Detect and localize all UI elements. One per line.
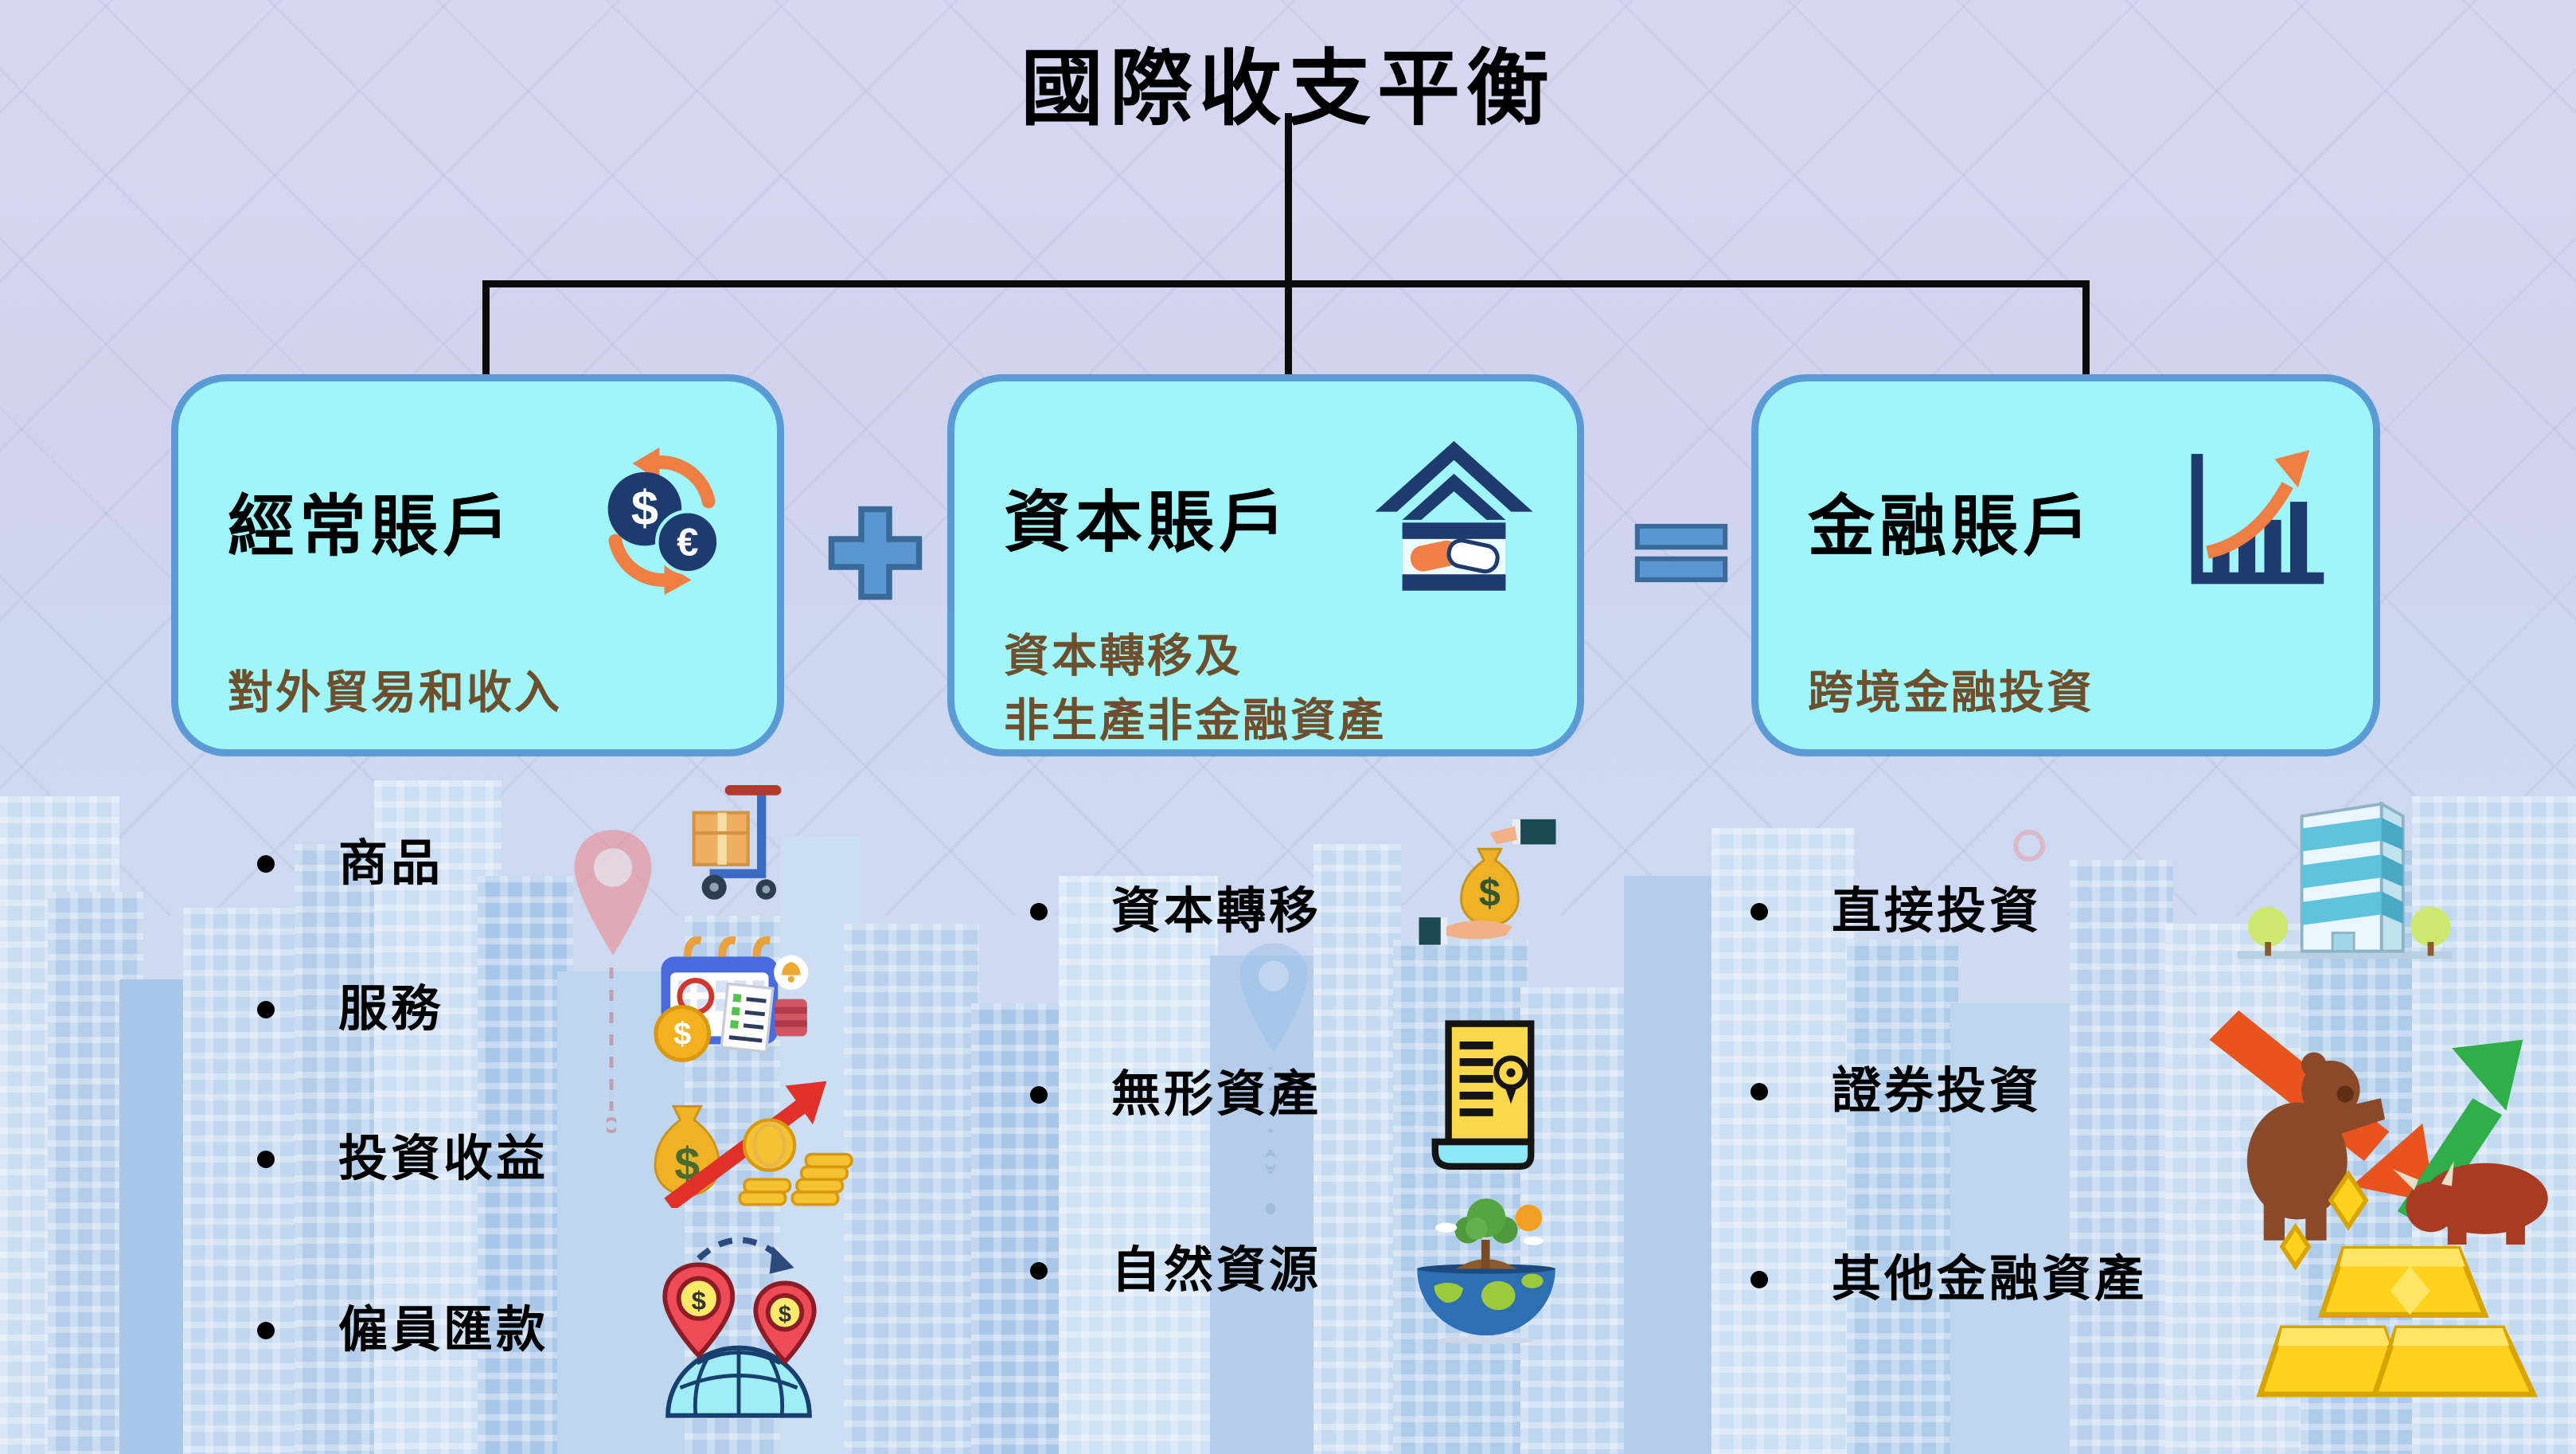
earth-tree-icon [1407, 1191, 1565, 1349]
list-item: 投資收益 [257, 1132, 548, 1187]
list-item: 直接投資 [1751, 884, 2042, 940]
svg-text:$: $ [692, 1285, 706, 1315]
bullet-dot [1030, 903, 1048, 920]
growth-chart-icon [2176, 428, 2332, 615]
svg-text:$: $ [673, 1016, 691, 1051]
list-item: 證券投資 [1751, 1064, 2042, 1120]
list-item: 無形資產 [1030, 1067, 1321, 1123]
connector-vertical-right [2082, 280, 2090, 377]
account-box-title: 經常賬戶 [228, 489, 515, 564]
gold-bars-icon [2246, 1156, 2565, 1443]
remittance-globe-icon: $ $ [646, 1212, 831, 1421]
bull-bear-icon [2188, 994, 2566, 1245]
account-box-subtitle: 對外貿易和收入 [228, 667, 562, 718]
skyline-building [1624, 876, 1719, 1454]
svg-text:$: $ [779, 1302, 791, 1327]
svg-text:€: € [677, 521, 698, 565]
bullet-dot [1751, 903, 1768, 920]
bullet-label: 無形資產 [1111, 1067, 1322, 1122]
map-ring-background-red [2012, 828, 2047, 863]
page-title: 國際收支平衡 [1020, 43, 1555, 135]
list-item: 資本轉移 [1030, 884, 1321, 940]
bullet-label: 僱員匯款 [338, 1303, 549, 1358]
account-box-title: 資本賬戶 [1004, 485, 1291, 560]
list-item: 自然資源 [1030, 1243, 1321, 1299]
account-box-capital: 資本賬戶 資本轉移及 非生產非金融資產 [947, 374, 1584, 756]
skyline-building [48, 892, 143, 1454]
skyline-building [1059, 876, 1218, 1454]
bullet-dot [1751, 1271, 1768, 1288]
calendar-invoice-icon: $ [631, 922, 826, 1081]
account-box-subtitle: 跨境金融投資 [1808, 667, 2094, 718]
skyline-building [0, 796, 119, 1454]
skyline-building [119, 979, 191, 1454]
connector-vertical-left [482, 280, 490, 377]
office-building-icon [2219, 795, 2470, 963]
currency-exchange-icon: $ € [588, 428, 736, 615]
bullet-dot [257, 1001, 275, 1018]
bullet-label: 資本轉移 [1111, 884, 1322, 939]
bullet-dot [1030, 1262, 1048, 1280]
bullet-label: 投資收益 [338, 1132, 549, 1186]
skyline-building [1313, 844, 1401, 1454]
svg-text:$: $ [631, 481, 658, 536]
bullet-dot [257, 855, 275, 873]
skyline-building [844, 924, 979, 1454]
bullet-label: 自然資源 [1111, 1243, 1322, 1298]
account-box-current: 經常賬戶 $ € 對外貿易和收入 [171, 374, 784, 756]
house-handshake-icon [1372, 428, 1536, 607]
connector-horizontal [482, 280, 2090, 287]
connector-vertical-center [1285, 113, 1292, 377]
list-item: 服務 [257, 982, 443, 1038]
list-item: 商品 [257, 836, 443, 892]
hand-truck-icon [662, 764, 798, 920]
map-route-dotted-line [607, 967, 616, 1135]
account-box-subtitle: 資本轉移及 非生產非金融資產 [1004, 631, 1386, 746]
bullet-label: 服務 [338, 982, 444, 1037]
bullet-label: 其他金融資產 [1832, 1252, 2148, 1307]
bullet-label: 商品 [338, 836, 444, 891]
map-pin-background-blue [1235, 941, 1312, 1057]
money-bag-growth-icon: $ [629, 1077, 860, 1208]
hand-money-bag-icon: $ [1406, 817, 1569, 954]
skyline-building [1210, 956, 1313, 1454]
account-box-financial: 金融賬戶 跨境金融投資 [1751, 374, 2380, 756]
bullet-dot [257, 1322, 275, 1339]
bullet-label: 直接投資 [1832, 884, 2043, 939]
certificate-scroll-icon [1422, 1019, 1555, 1175]
bullet-dot [1751, 1083, 1768, 1100]
svg-text:$: $ [1479, 872, 1501, 915]
equals-operator [1633, 522, 1729, 584]
bullet-dot [1030, 1086, 1048, 1104]
bullet-label: 證券投資 [1832, 1064, 2043, 1119]
plus-operator [825, 502, 925, 604]
skyline-building [1847, 940, 1958, 1454]
bullet-dot [257, 1151, 275, 1168]
list-item: 其他金融資產 [1751, 1252, 2147, 1307]
account-box-title: 金融賬戶 [1808, 489, 2095, 564]
list-item: 僱員匯款 [257, 1303, 548, 1358]
skyline-building [2070, 860, 2173, 1454]
